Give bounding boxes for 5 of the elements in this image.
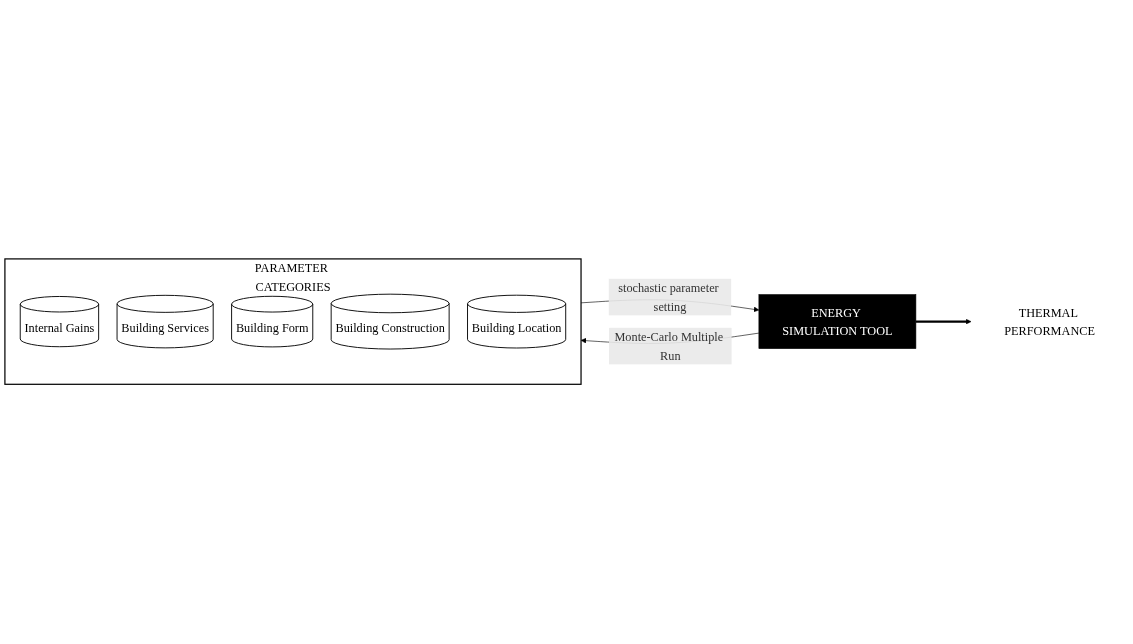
node-box: ENERGY SIMULATION TOOL bbox=[758, 294, 917, 350]
arrow bbox=[915, 319, 972, 325]
edge-label: stochastic parameter setting bbox=[618, 281, 719, 314]
edge-label: Monte-Carlo Multiple Run bbox=[614, 330, 724, 363]
node-text: THERMAL PERFORMANCE bbox=[1004, 306, 1095, 338]
